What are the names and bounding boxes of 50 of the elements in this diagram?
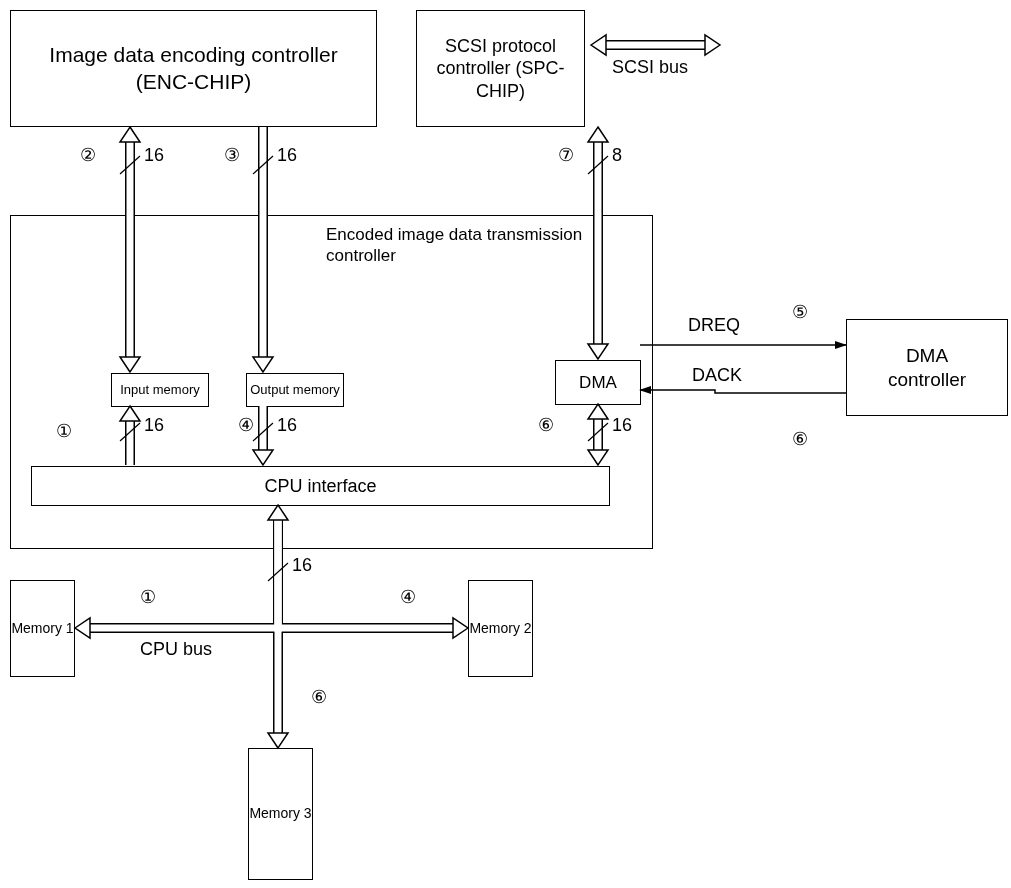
bus-arrow bbox=[589, 33, 722, 57]
bus-label: 16 bbox=[277, 416, 298, 434]
node-label: DMA controller bbox=[887, 343, 967, 392]
bus-label: 16 bbox=[292, 556, 313, 574]
node-label: CPU interface bbox=[264, 474, 377, 498]
bus-label: 16 bbox=[612, 416, 633, 434]
node-label: Memory 3 bbox=[249, 805, 312, 823]
bus-arrow bbox=[118, 404, 142, 465]
bus-label: ① bbox=[56, 422, 72, 440]
node-label: Memory 1 bbox=[11, 619, 74, 638]
bus-label: ④ bbox=[400, 588, 416, 606]
bus-arrow bbox=[251, 127, 275, 374]
memory-box bbox=[468, 580, 533, 677]
controller-box bbox=[10, 10, 377, 127]
signal-arrow bbox=[639, 386, 847, 394]
controller-box bbox=[846, 319, 1008, 416]
edge-label: SCSI bus bbox=[612, 58, 689, 76]
node-label: DMA bbox=[579, 371, 617, 394]
memory-box bbox=[10, 580, 75, 677]
bus-label: 8 bbox=[612, 146, 622, 164]
bus-label: ① bbox=[140, 588, 156, 606]
edge-label: DACK bbox=[692, 366, 742, 384]
controller-box bbox=[10, 215, 653, 549]
controller-box bbox=[416, 10, 585, 127]
node-label: Memory 2 bbox=[469, 619, 532, 638]
node-label: Output memory bbox=[250, 381, 340, 399]
bus-label: CPU bus bbox=[140, 640, 213, 658]
bus-label: 16 bbox=[144, 146, 165, 164]
bus-arrow bbox=[73, 503, 470, 750]
bus-label: 16 bbox=[277, 146, 298, 164]
bus-label: ③ bbox=[224, 146, 240, 164]
memory-box bbox=[248, 748, 313, 880]
node-label: Encoded image data transmission controller bbox=[326, 224, 584, 267]
bus-label: ⑤ bbox=[792, 303, 808, 321]
node-label: Image data encoding controller (ENC-CHIP) bbox=[48, 42, 339, 95]
signal-arrow bbox=[639, 341, 847, 349]
bus-label: ⑦ bbox=[558, 146, 574, 164]
bus-label: 16 bbox=[144, 416, 165, 434]
bus-arrow bbox=[118, 125, 142, 374]
node-label: SCSI protocol controller (SPC-CHIP) bbox=[435, 34, 566, 103]
bus-label: ⑥ bbox=[792, 430, 808, 448]
bus-label: ⑥ bbox=[311, 688, 327, 706]
node-label: Input memory bbox=[120, 381, 200, 399]
bus-arrow bbox=[586, 402, 610, 467]
bus-label: ⑥ bbox=[538, 416, 554, 434]
bus-label: ② bbox=[80, 146, 96, 164]
edge-label: DREQ bbox=[688, 316, 740, 334]
bus-arrow bbox=[251, 406, 275, 467]
bus-arrow bbox=[586, 125, 610, 361]
bus-label: ④ bbox=[238, 416, 254, 434]
